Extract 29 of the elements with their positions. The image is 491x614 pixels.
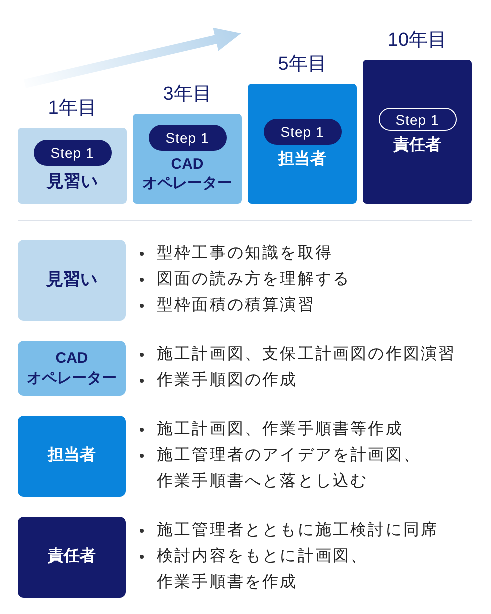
year-label: 5年目 [278, 53, 327, 77]
year-label: 1年目 [48, 97, 97, 121]
step-bar [18, 128, 127, 204]
bullet-item: 作業手順図の作成 [138, 368, 298, 394]
role-box: CAD オペレーター [18, 341, 126, 396]
bullet-item: 施工管理者とともに施工検討に同席 [138, 518, 439, 544]
bullet-item: 施工計画図、作業手順書等作成 [138, 417, 404, 443]
role-box: 見習い [18, 240, 126, 321]
bullet-item: 施工計画図、支保工計画図の作図演習 [138, 342, 456, 368]
step-bar [363, 60, 472, 204]
role-box: 担当者 [18, 416, 126, 497]
step-bar [133, 114, 242, 204]
bullet-item: 図面の読み方を理解する [138, 267, 351, 293]
bullet-item: 型枠面積の積算演習 [138, 293, 316, 319]
step-pill: Step 1 [264, 118, 342, 144]
year-label: 10年目 [388, 29, 448, 53]
year-label: 3年目 [163, 83, 212, 107]
role-title: CAD オペレーター [142, 156, 234, 194]
step-pill: Step 1 [148, 124, 226, 151]
step-pill: Step 1 [34, 140, 112, 166]
step-pill: Step 1 [378, 108, 456, 131]
role-title: 担当者 [278, 150, 326, 170]
step-bar [248, 84, 357, 204]
role-box: 責任者 [18, 517, 126, 598]
bullet-item: 検討内容をもとに計画図、作業手順書を作成 [138, 544, 373, 596]
bullet-item: 施工管理者のアイデアを計画図、作業手順書へと落とし込む [138, 443, 426, 495]
role-title: 見習い [47, 170, 98, 192]
role-title: 責任者 [394, 136, 442, 156]
bullet-item: 型枠工事の知識を取得 [138, 241, 333, 267]
